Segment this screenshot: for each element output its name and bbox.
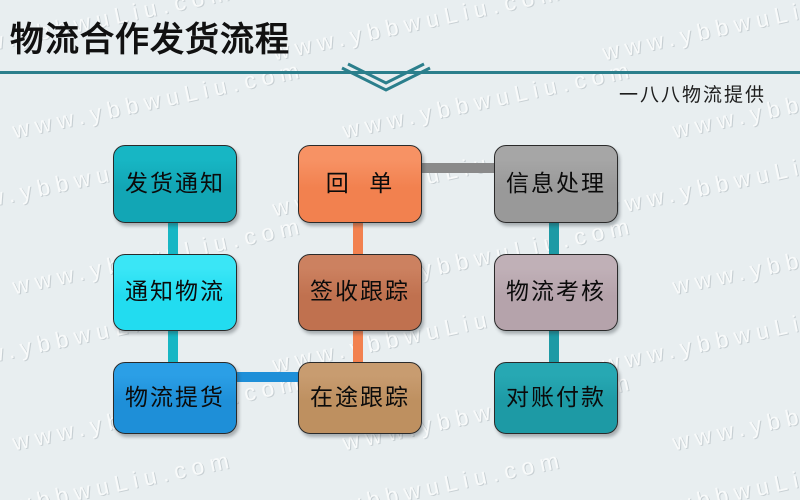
watermark-text: www.ybbwuLiu.com [270, 446, 567, 500]
flow-node-wuliu-kaohe[interactable]: 物流考核 [494, 254, 618, 331]
watermark-text: www.ybbwuLiu.com [10, 56, 307, 144]
watermark-text: www.ybbwuLiu.com [670, 368, 800, 456]
flow-node-xinxi-chuli[interactable]: 信息处理 [494, 145, 618, 223]
page-title: 物流合作发货流程 [10, 20, 290, 60]
flow-node-label: 发货通知 [125, 170, 225, 197]
flow-node-label: 对账付款 [506, 384, 606, 411]
flow-node-wuliu-tihuo[interactable]: 物流提货 [113, 362, 237, 434]
connector-vertical [168, 330, 178, 364]
connector-vertical [353, 330, 363, 364]
chevron-down-icon [338, 62, 434, 101]
connector-horizontal [418, 163, 498, 173]
flow-node-zaitu-gz[interactable]: 在途跟踪 [298, 362, 422, 434]
flow-node-label: 在途跟踪 [310, 384, 410, 411]
watermark-text: www.ybbwuLiu.com [270, 0, 567, 66]
connector-vertical [168, 222, 178, 256]
watermark-text: www.ybbwuLiu.com [600, 446, 800, 500]
flow-node-tongzhi-wuliu[interactable]: 通知物流 [113, 254, 237, 331]
connector-vertical [549, 222, 559, 256]
connector-horizontal [233, 372, 303, 382]
flow-node-label: 通知物流 [125, 279, 225, 305]
watermark-text: www.ybbwuLiu.com [0, 446, 237, 500]
watermark-text: www.ybbwuLiu.com [600, 134, 800, 222]
connector-vertical [549, 330, 559, 364]
flow-node-label: 物流考核 [506, 279, 606, 305]
flow-node-label: 签收跟踪 [310, 279, 410, 305]
page-subtitle: 一八八物流提供 [618, 84, 766, 106]
watermark-text: www.ybbwuLiu.com [600, 0, 800, 66]
flow-node-label: 回 单 [325, 170, 395, 197]
watermark-text: www.ybbwuLiu.com [670, 212, 800, 300]
title-divider-rule [0, 71, 800, 74]
connector-vertical [353, 222, 363, 256]
flow-node-label: 物流提货 [125, 384, 225, 411]
flow-node-qianshou-gz[interactable]: 签收跟踪 [298, 254, 422, 331]
flow-node-label: 信息处理 [506, 170, 606, 197]
flow-node-fahuo-tongzhi[interactable]: 发货通知 [113, 145, 237, 223]
flow-node-duizhang-fk[interactable]: 对账付款 [494, 362, 618, 434]
watermark-text: www.ybbwuLiu.com [600, 290, 800, 378]
flow-node-hui-dan[interactable]: 回 单 [298, 145, 422, 223]
